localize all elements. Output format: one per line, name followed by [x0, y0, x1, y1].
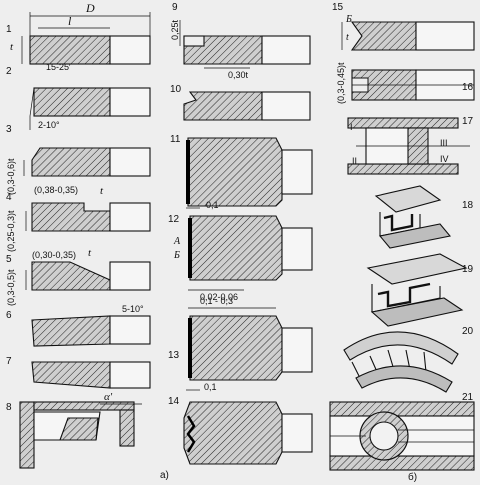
- ring-section-3: [23, 147, 151, 177]
- label-15-t: t: [346, 32, 349, 43]
- item-number-11: 11: [170, 134, 181, 145]
- ring-section-4: [25, 202, 151, 232]
- item-number-15: 15: [332, 2, 344, 13]
- item-number-16: 16: [462, 82, 474, 93]
- angle-3: 2-10°: [38, 120, 60, 130]
- item-number-1: 1: [6, 24, 12, 35]
- dim-14-top: 0,1: [204, 382, 217, 392]
- ring-section-2: [29, 87, 151, 130]
- ring-section-15: [341, 21, 475, 51]
- ring-section-6: [31, 315, 151, 347]
- dim-t: t: [10, 41, 14, 53]
- item-number-6: 6: [6, 310, 12, 321]
- dim-4-v: (0,25-0,3)t: [6, 210, 16, 252]
- dim-12-top: 0,1: [206, 200, 219, 210]
- item-number-21: 21: [462, 392, 474, 403]
- angle-8: α′: [104, 391, 113, 403]
- label-17-II: II: [352, 156, 357, 166]
- item-number-3: 3: [6, 124, 12, 135]
- ring-expander-20: [343, 331, 459, 393]
- ring-section-7: [31, 361, 151, 389]
- label-12-A: А: [173, 236, 181, 247]
- item-number-8: 8: [6, 402, 12, 413]
- item-number-2: 2: [6, 66, 12, 77]
- ring-section-9: [179, 20, 311, 69]
- item-number-13: 13: [168, 350, 180, 361]
- ring-section-10: [183, 91, 311, 121]
- item-number-20: 20: [462, 326, 474, 337]
- caption-b: б): [408, 471, 417, 483]
- dim-13-top: 0,1 - 0,3: [200, 296, 233, 306]
- ring-section-14: [183, 389, 313, 465]
- dim-l: l: [68, 14, 72, 28]
- dim-16: (0,3-0,45)t: [336, 62, 346, 104]
- dim-5-t: t: [88, 247, 92, 259]
- ring-section-8: [19, 401, 142, 469]
- item-number-14: 14: [168, 396, 180, 407]
- ring-section-11: [186, 137, 313, 207]
- dim-3: (0,3-0,6)t: [6, 158, 16, 195]
- item-number-7: 7: [6, 356, 12, 367]
- angle-6: 5-10°: [122, 304, 144, 314]
- dim-5-h: (0,30-0,35): [32, 250, 76, 260]
- ring-section-1: [21, 12, 151, 65]
- ring-expander-19: [366, 253, 468, 327]
- dim-12-bottom: 0,02-0,06: [200, 292, 238, 302]
- label-12-B: Б: [173, 250, 180, 261]
- dim-5-v: (0,3-0,5)t: [6, 269, 16, 306]
- ring-section-16: [351, 69, 475, 101]
- label-17-III: III: [440, 138, 448, 148]
- item-number-19: 19: [462, 264, 474, 275]
- caption-a: а): [160, 470, 169, 481]
- ring-section-12: [186, 207, 313, 291]
- label-15-B: Б: [345, 14, 352, 25]
- item-number-4: 4: [6, 192, 12, 203]
- angle-2: 15-25′: [46, 62, 71, 72]
- label-17-I: I: [350, 122, 353, 132]
- item-number-18: 18: [462, 200, 474, 211]
- dim-4-h: (0,38-0,35): [34, 185, 78, 195]
- dim-9-h: 0,30t: [228, 70, 249, 80]
- item-number-5: 5: [6, 254, 12, 265]
- label-17-IV: IV: [440, 154, 449, 164]
- item-number-9: 9: [172, 2, 178, 13]
- dim-9-v: 0,25t: [170, 19, 180, 40]
- ring-section-13: [188, 307, 313, 381]
- ring-section-5: [25, 261, 151, 291]
- ring-expander-18: [374, 185, 452, 249]
- dim-D: D: [85, 1, 95, 15]
- dim-4-t: t: [100, 185, 104, 197]
- ring-section-17: [347, 117, 470, 175]
- ring-joint-21: [329, 401, 475, 471]
- item-number-10: 10: [170, 84, 182, 95]
- item-number-12: 12: [168, 214, 180, 225]
- item-number-17: 17: [462, 116, 474, 127]
